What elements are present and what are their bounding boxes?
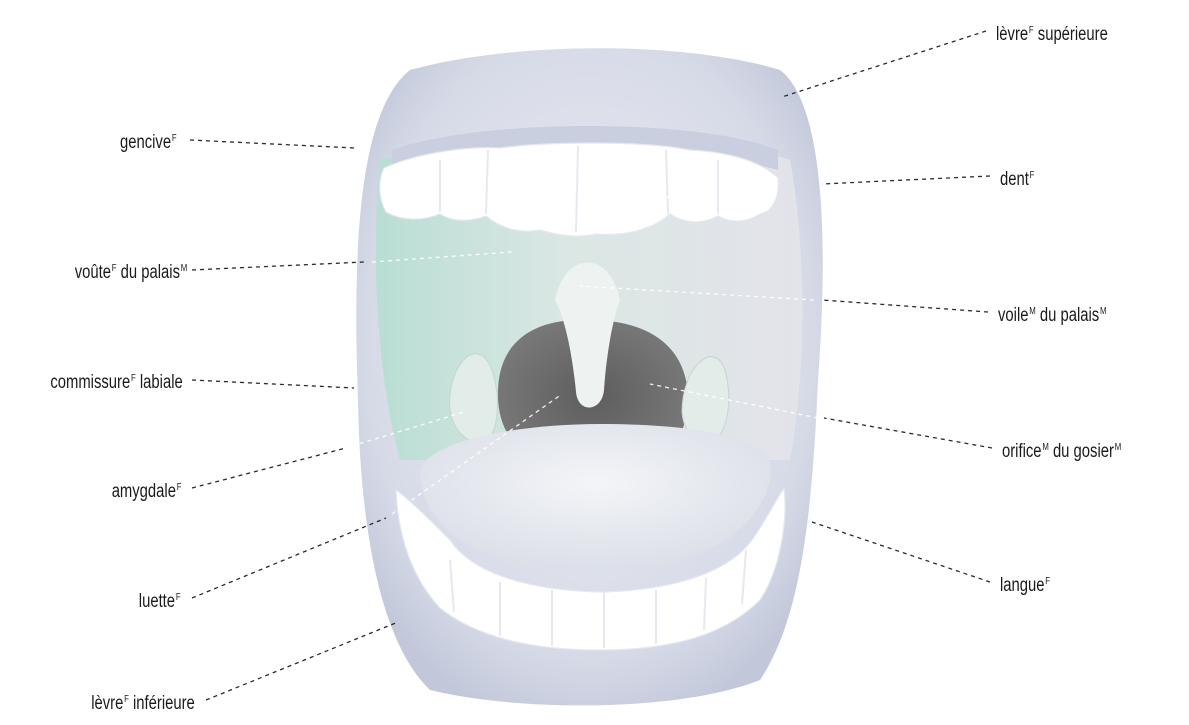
leader-voile-palais [822, 300, 988, 312]
leader-levre-superieure [782, 31, 986, 97]
label-dent: dentF [1000, 165, 1034, 191]
leader-amygdale [192, 448, 346, 488]
label-levre-inferieure: lèvreF inférieure [91, 689, 195, 715]
label-amygdale: amygdaleF [111, 477, 181, 503]
leader-levre-inferieure [206, 622, 398, 700]
label-commissure: commissureF labiale [51, 368, 183, 394]
leader-gencive [190, 140, 355, 148]
label-levre-superieure: lèvreF supérieure [996, 20, 1108, 46]
label-gencive: genciveF [120, 128, 177, 154]
leader-voute-palais [192, 262, 364, 270]
label-luette: luetteF [139, 587, 181, 613]
leader-luette [192, 518, 386, 598]
label-orifice-gosier: orificeM du gosierM [1002, 437, 1121, 463]
leader-dent [822, 176, 990, 184]
leader-commissure [192, 380, 354, 388]
label-voile-palais: voileM du palaisM [998, 301, 1107, 327]
leader-langue [812, 522, 990, 582]
leader-orifice-gosier [824, 418, 992, 448]
label-voute-palais: voûteF du palaisM [74, 258, 187, 284]
label-langue: langueF [1000, 571, 1050, 597]
